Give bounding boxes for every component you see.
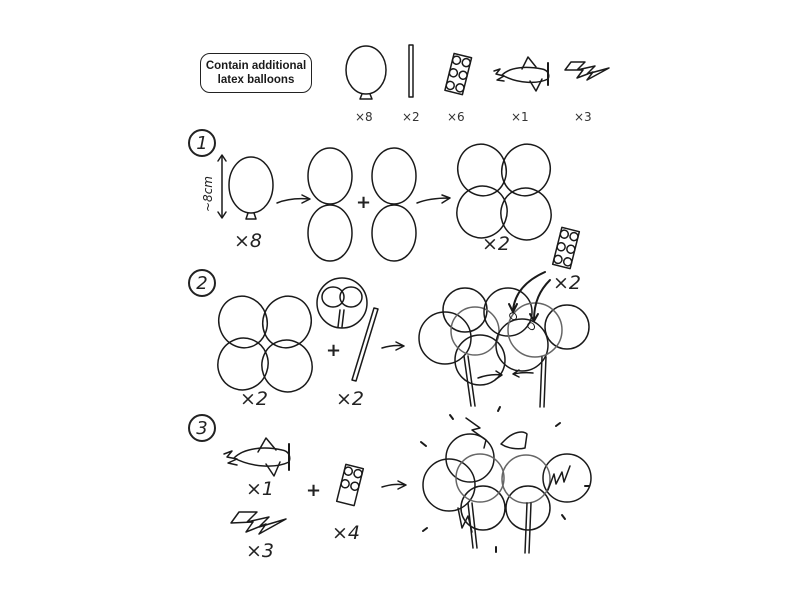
plus-sign: + [356,192,372,213]
arrow-icon [381,341,405,351]
balloon-count: ×8 [355,110,373,124]
arrow-icon [276,194,311,204]
lightning-bolt-icon [230,511,287,535]
stick-count: ×2 [402,110,420,124]
stick-cluster-left [418,287,506,407]
lightning-count: ×3 [574,110,592,124]
join-arrow-icon [512,369,534,378]
curved-arrow-icon [529,279,551,322]
airplane-count: ×1 [511,110,529,124]
note-line-2: latex balloons [217,74,295,86]
plus-sign: + [306,480,322,501]
connector-clip-icon [444,52,473,96]
additional-balloons-note: Contain additional latex balloons [200,53,312,93]
connector-clip-icon [335,463,365,507]
size-arrow-icon [217,154,227,219]
stick-cluster-right [483,287,590,408]
sparkle-lines [420,406,590,553]
step-1-badge: 1 [188,129,216,157]
stick-icon [351,307,379,382]
stick-icon [408,44,414,98]
step-1-result-count: ×2 [482,233,511,255]
step-number: 2 [196,272,208,294]
step-3-clip-count: ×4 [332,522,361,544]
four-balloon-cluster [456,143,552,241]
note-line-1: Contain additional [205,60,307,72]
plus-sign: + [326,340,342,361]
step-number: 1 [196,132,208,154]
lightning-bolt-icon [564,61,610,81]
join-arrow-icon [477,370,503,380]
airplane-icon [223,437,291,477]
curved-arrow-icon [508,271,546,313]
airplane-icon [493,56,550,92]
arrow-icon [416,194,451,204]
step-2-badge: 2 [188,269,216,297]
balloon-pair-2 [371,147,417,262]
finished-topper [422,417,592,554]
step-1-balloon-count: ×8 [234,230,263,252]
detail-magnifier [316,277,368,329]
step-2-cluster-count: ×2 [240,388,269,410]
clip-count: ×6 [447,110,465,124]
step-2-stick-count: ×2 [336,388,365,410]
single-balloon [228,156,274,220]
step-3-lightning-count: ×3 [246,540,275,562]
step-3-badge: 3 [188,414,216,442]
balloon-pair-1 [307,147,353,262]
step-2-clip-count: ×2 [553,272,582,294]
balloon-icon [345,45,387,100]
arrow-icon [381,480,407,490]
connector-clip-icon [551,226,581,270]
step-number: 3 [196,417,208,439]
four-balloon-cluster [217,295,313,393]
step-3-airplane-count: ×1 [246,478,275,500]
balloon-size-label: ~8cm [201,176,215,212]
